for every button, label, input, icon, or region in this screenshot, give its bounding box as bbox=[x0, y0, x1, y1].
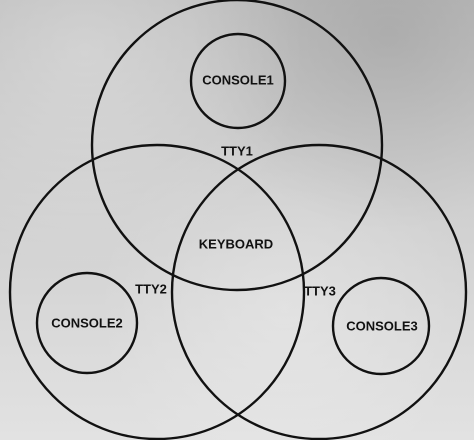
console3-circle bbox=[331, 276, 431, 376]
console2-circle bbox=[35, 271, 139, 375]
tty1-label: TTY1 bbox=[221, 143, 253, 158]
tty2-label: TTY2 bbox=[135, 281, 167, 296]
tty3-circle bbox=[170, 143, 468, 440]
console2-label: CONSOLE2 bbox=[51, 315, 123, 330]
keyboard-label: KEYBOARD bbox=[199, 236, 273, 251]
tty3-label: TTY3 bbox=[304, 283, 336, 298]
console3-label: CONSOLE3 bbox=[346, 318, 418, 333]
console1-label: CONSOLE1 bbox=[202, 72, 274, 87]
console1-circle bbox=[189, 32, 287, 130]
tty2-circle bbox=[8, 143, 306, 440]
tty1-circle bbox=[90, 0, 384, 292]
